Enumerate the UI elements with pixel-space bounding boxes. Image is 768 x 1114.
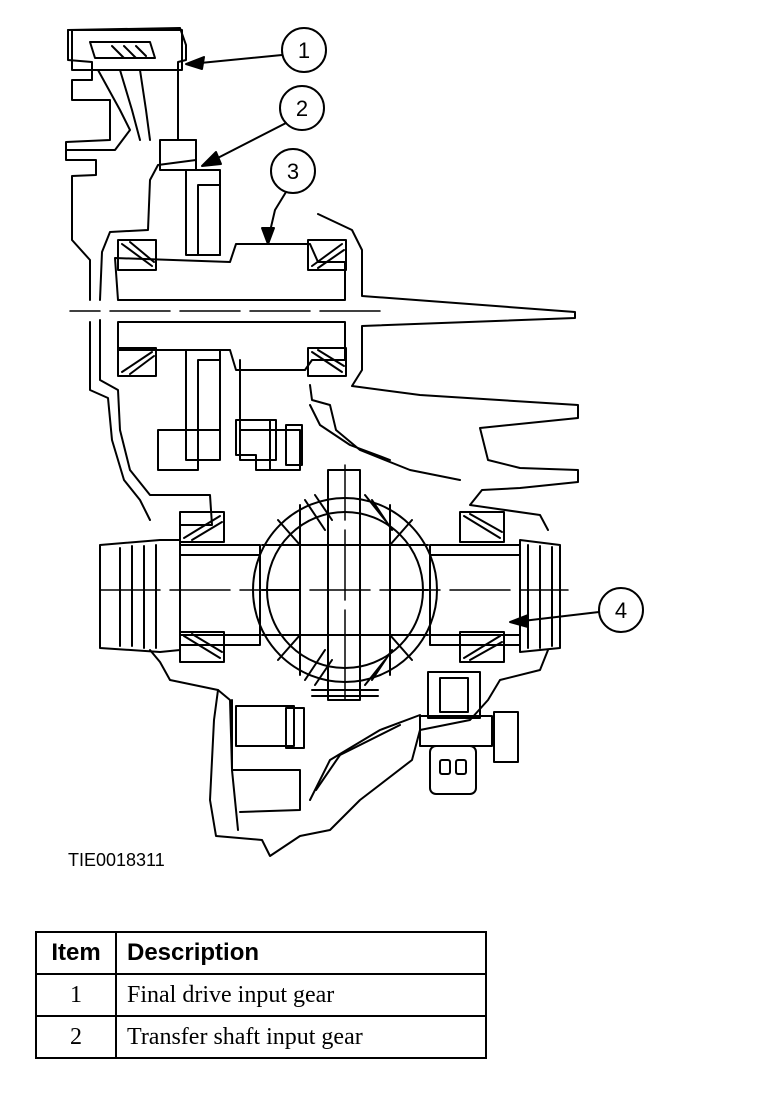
transfer-shaft	[114, 239, 347, 377]
cross-section-diagram: 1 2 3 4	[65, 27, 644, 857]
legend-header-row: Item Description	[35, 931, 487, 975]
figure-id: TIE0018311	[68, 850, 165, 870]
pinion-gear	[235, 359, 461, 481]
legend-item-description: Final drive input gear	[115, 973, 487, 1017]
legend-table: Item Description 1 Final drive input gea…	[35, 931, 487, 1059]
transfer-shaft-input-gear	[157, 169, 221, 471]
speed-sensor-connector	[419, 671, 519, 795]
table-row: 1 Final drive input gear	[35, 973, 487, 1017]
output-gear	[231, 699, 421, 813]
table-row: 2 Transfer shaft input gear	[35, 1015, 487, 1059]
callout-4: 4	[509, 587, 644, 633]
callout-1: 1	[185, 27, 327, 73]
callout-3: 3	[261, 148, 316, 245]
legend-header-description: Description	[115, 931, 487, 975]
housing-outline	[65, 27, 579, 857]
callout-3-label: 3	[287, 159, 299, 184]
legend-item-number: 2	[35, 1015, 117, 1059]
differential-assembly	[99, 469, 561, 701]
callout-4-label: 4	[615, 598, 627, 623]
legend-header-item: Item	[35, 931, 117, 975]
callout-2-label: 2	[296, 96, 308, 121]
legend-item-number: 1	[35, 973, 117, 1017]
legend-item-description: Transfer shaft input gear	[115, 1015, 487, 1059]
callout-1-label: 1	[298, 38, 310, 63]
callout-2: 2	[201, 85, 325, 167]
final-drive-input-gear	[65, 29, 197, 171]
